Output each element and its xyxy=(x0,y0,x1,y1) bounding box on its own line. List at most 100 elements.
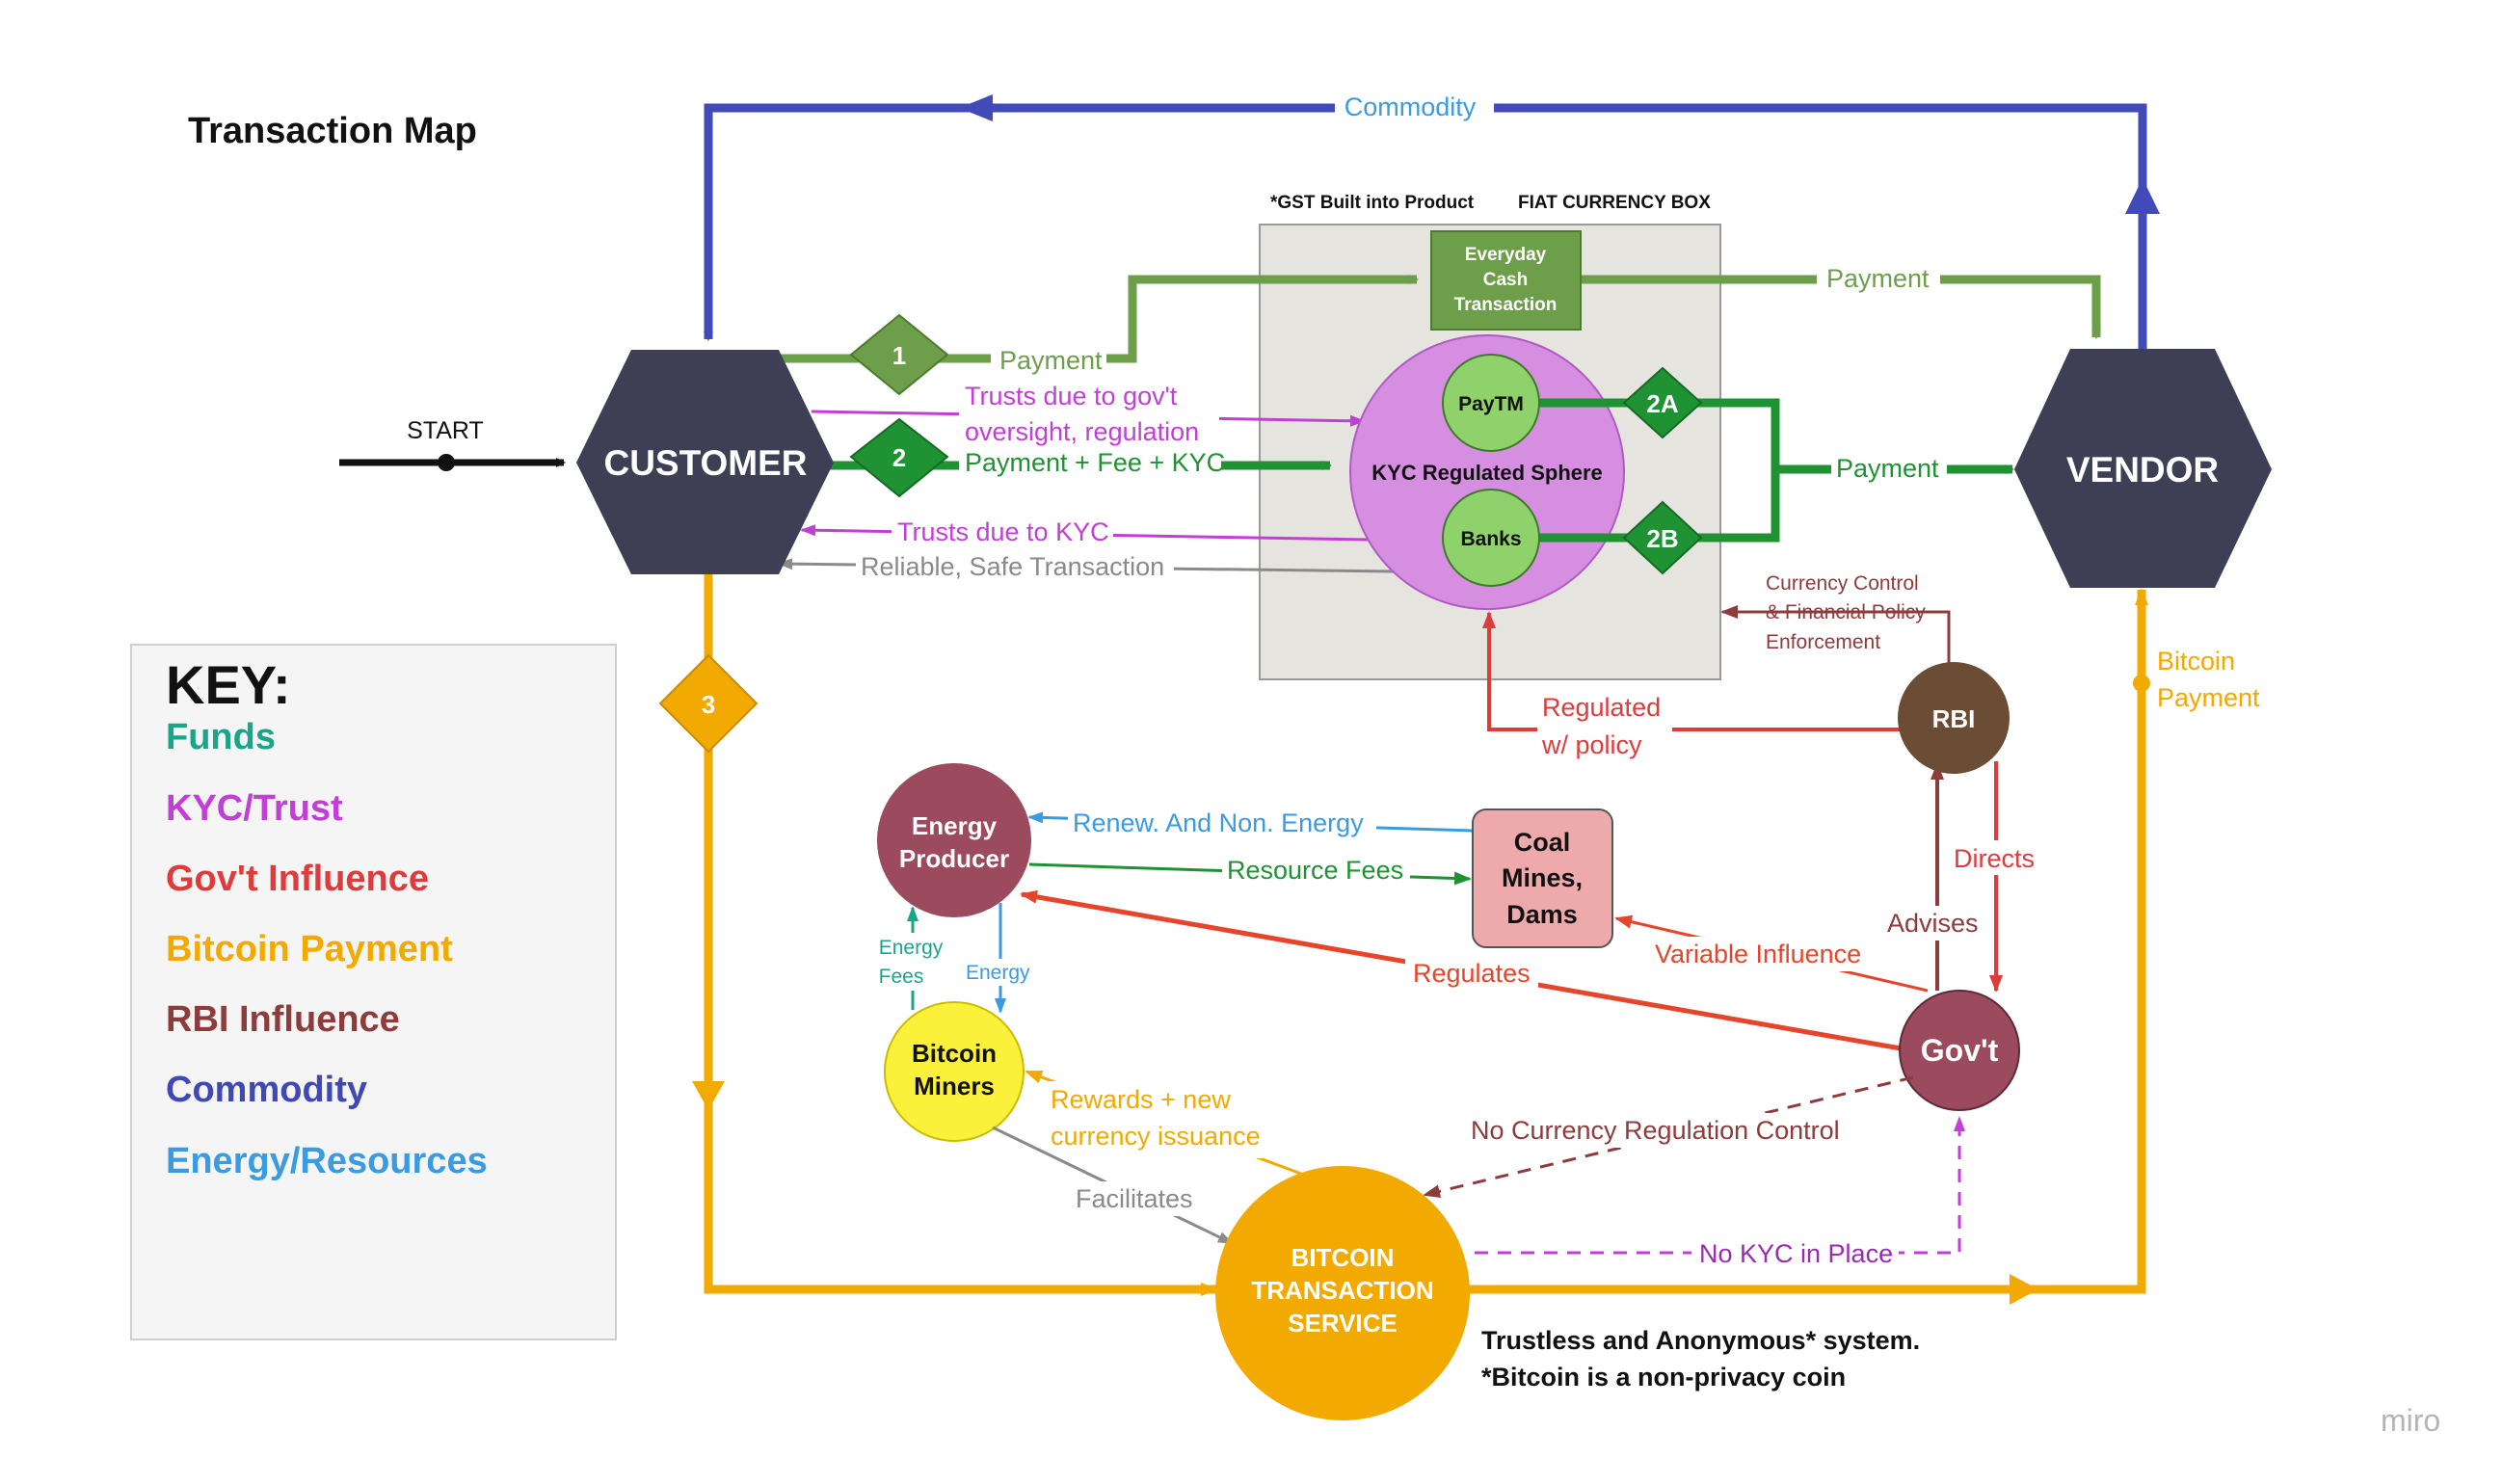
reliable-label: Reliable, Safe Transaction xyxy=(861,552,1164,581)
payment-vendor-label: Payment xyxy=(1836,454,1939,483)
key-title: KEY: xyxy=(166,654,291,715)
vendor-node xyxy=(2014,349,2272,588)
govt-node xyxy=(1899,990,2020,1111)
currency-control-label-2: & Financial Policy xyxy=(1766,601,1926,623)
no-currency-reg-label: No Currency Regulation Control xyxy=(1471,1116,1840,1145)
energy-producer-label-1: Energy xyxy=(912,811,998,840)
badge-2-label: 2 xyxy=(892,443,906,472)
bitcoin-route-arrow-down xyxy=(692,1081,725,1110)
rewards-label-1: Rewards + new xyxy=(1051,1085,1231,1114)
badge-2b-label: 2B xyxy=(1646,524,1678,553)
banks-node xyxy=(1442,489,1540,587)
footnote-line-2: *Bitcoin is a non-privacy coin xyxy=(1481,1363,1846,1391)
trusts-gov-label-2: oversight, regulation xyxy=(965,417,1199,446)
trusts-gov-label-1: Trusts due to gov't xyxy=(965,382,1178,411)
commodity-arrowhead-up xyxy=(2125,178,2160,214)
no-currency-reg-edge xyxy=(1423,1075,1914,1199)
banks-label: Banks xyxy=(1460,528,1521,550)
badge-1-label: 1 xyxy=(892,341,906,370)
key-item-bitcoin-payment: Bitcoin Payment xyxy=(166,929,453,969)
regulates-label: Regulates xyxy=(1413,959,1531,988)
currency-control-label-1: Currency Control xyxy=(1766,572,1919,595)
key-item-commodity: Commodity xyxy=(166,1070,367,1110)
gst-note: *GST Built into Product xyxy=(1270,193,1475,213)
resource-fees-label: Resource Fees xyxy=(1227,856,1403,885)
cash-payment-label: Payment xyxy=(1826,264,1930,293)
coal-label-2: Mines, xyxy=(1502,863,1583,892)
commodity-label: Commodity xyxy=(1345,93,1477,121)
directs-label: Directs xyxy=(1954,844,2035,873)
key-item-kyc-trust: KYC/Trust xyxy=(166,788,343,829)
no-kyc-label: No KYC in Place xyxy=(1699,1239,1893,1268)
trusts-kyc-label: Trusts due to KYC xyxy=(897,517,1109,546)
cash-to-vendor-edge xyxy=(1581,275,2101,339)
bitcoin-miners-label-2: Miners xyxy=(914,1072,995,1100)
everyday-cash-label-2: Cash xyxy=(1483,270,1528,290)
coal-mines-node xyxy=(1472,808,1613,948)
badge-1 xyxy=(849,313,949,396)
fiat-box-label: FIAT CURRENCY BOX xyxy=(1518,193,1711,213)
energy-fees-label-1: Energy xyxy=(879,937,944,959)
energy-fees-label-2: Fees xyxy=(879,966,924,988)
paytm-node xyxy=(1442,354,1540,452)
energy-producer-label-2: Producer xyxy=(899,844,1009,873)
renew-energy-label: Renew. And Non. Energy xyxy=(1073,808,1364,837)
badge-2b xyxy=(1622,500,1703,575)
energy-label: Energy xyxy=(966,962,1030,984)
currency-control-label-3: Enforcement xyxy=(1766,631,1880,653)
regulated-label-2: w/ policy xyxy=(1541,730,1642,759)
regulated-policy-edge xyxy=(1482,611,1901,731)
bitcoin-payment-dot xyxy=(2133,675,2150,692)
bitcoin-payment-edge xyxy=(704,573,1218,1296)
badge-3-label: 3 xyxy=(702,690,715,719)
bitcoin-payment-label-2: Payment xyxy=(2157,683,2260,712)
commodity-arrowhead-left xyxy=(959,94,993,121)
badge-2a-label: 2A xyxy=(1646,389,1678,418)
badge-2a xyxy=(1622,366,1703,439)
paytm-label: PayTM xyxy=(1458,393,1524,415)
customer-label: CUSTOMER xyxy=(603,443,807,483)
key-item-govt-influence: Gov't Influence xyxy=(166,859,429,899)
footnote-line-1: Trustless and Anonymous* system. xyxy=(1481,1326,1920,1355)
miro-watermark: miro xyxy=(2381,1403,2440,1438)
bitcoin-payment-label-1: Bitcoin xyxy=(2157,647,2235,676)
legend-key: KEY: Funds KYC/Trust Gov't Influence Bit… xyxy=(130,644,617,1340)
bitcoin-transaction-service-node xyxy=(1215,1166,1470,1420)
energy-producer-node xyxy=(877,763,1031,917)
bitcoin-miners-node xyxy=(884,1001,1025,1142)
bts-to-vendor-edge xyxy=(1465,588,2148,1294)
facilitates-label: Facilitates xyxy=(1076,1184,1193,1213)
badge-3 xyxy=(658,653,759,754)
advises-label: Advises xyxy=(1887,909,1979,938)
key-item-energy-resources: Energy/Resources xyxy=(166,1141,488,1181)
currency-control-edge xyxy=(1720,605,1951,663)
rbi-label: RBI xyxy=(1932,704,1976,733)
rbi-node xyxy=(1898,662,2010,774)
start-label: START xyxy=(407,417,484,444)
bitcoin-route-arrow-right xyxy=(2010,1274,2038,1305)
payment-1-label: Payment xyxy=(999,346,1103,375)
bts-label-3: SERVICE xyxy=(1288,1309,1398,1338)
bts-label-1: BITCOIN xyxy=(1291,1243,1395,1272)
bts-label-2: TRANSACTION xyxy=(1251,1276,1433,1305)
rewards-label-2: currency issuance xyxy=(1051,1122,1261,1151)
kyc-sphere-label: KYC Regulated Sphere xyxy=(1371,461,1603,485)
payment-fee-kyc-label: Payment + Fee + KYC xyxy=(965,448,1225,477)
badge-2 xyxy=(849,417,949,498)
diagram-title: Transaction Map xyxy=(188,111,477,151)
everyday-cash-label-1: Everyday xyxy=(1465,245,1547,265)
coal-label-3: Dams xyxy=(1506,900,1578,929)
regulated-label-1: Regulated xyxy=(1542,693,1661,722)
key-item-funds: Funds xyxy=(166,717,276,757)
variable-influence-label: Variable Influence xyxy=(1655,940,1861,968)
key-item-rbi-influence: RBI Influence xyxy=(166,999,400,1040)
govt-label: Gov't xyxy=(1921,1033,1999,1068)
customer-node xyxy=(576,350,834,574)
payment-1-edge xyxy=(779,275,1419,363)
vendor-label: VENDOR xyxy=(2066,450,2219,490)
start-dot xyxy=(438,454,455,471)
bitcoin-miners-label-1: Bitcoin xyxy=(912,1039,997,1068)
coal-label-1: Coal xyxy=(1514,828,1571,857)
everyday-cash-label-3: Transaction xyxy=(1454,295,1558,315)
